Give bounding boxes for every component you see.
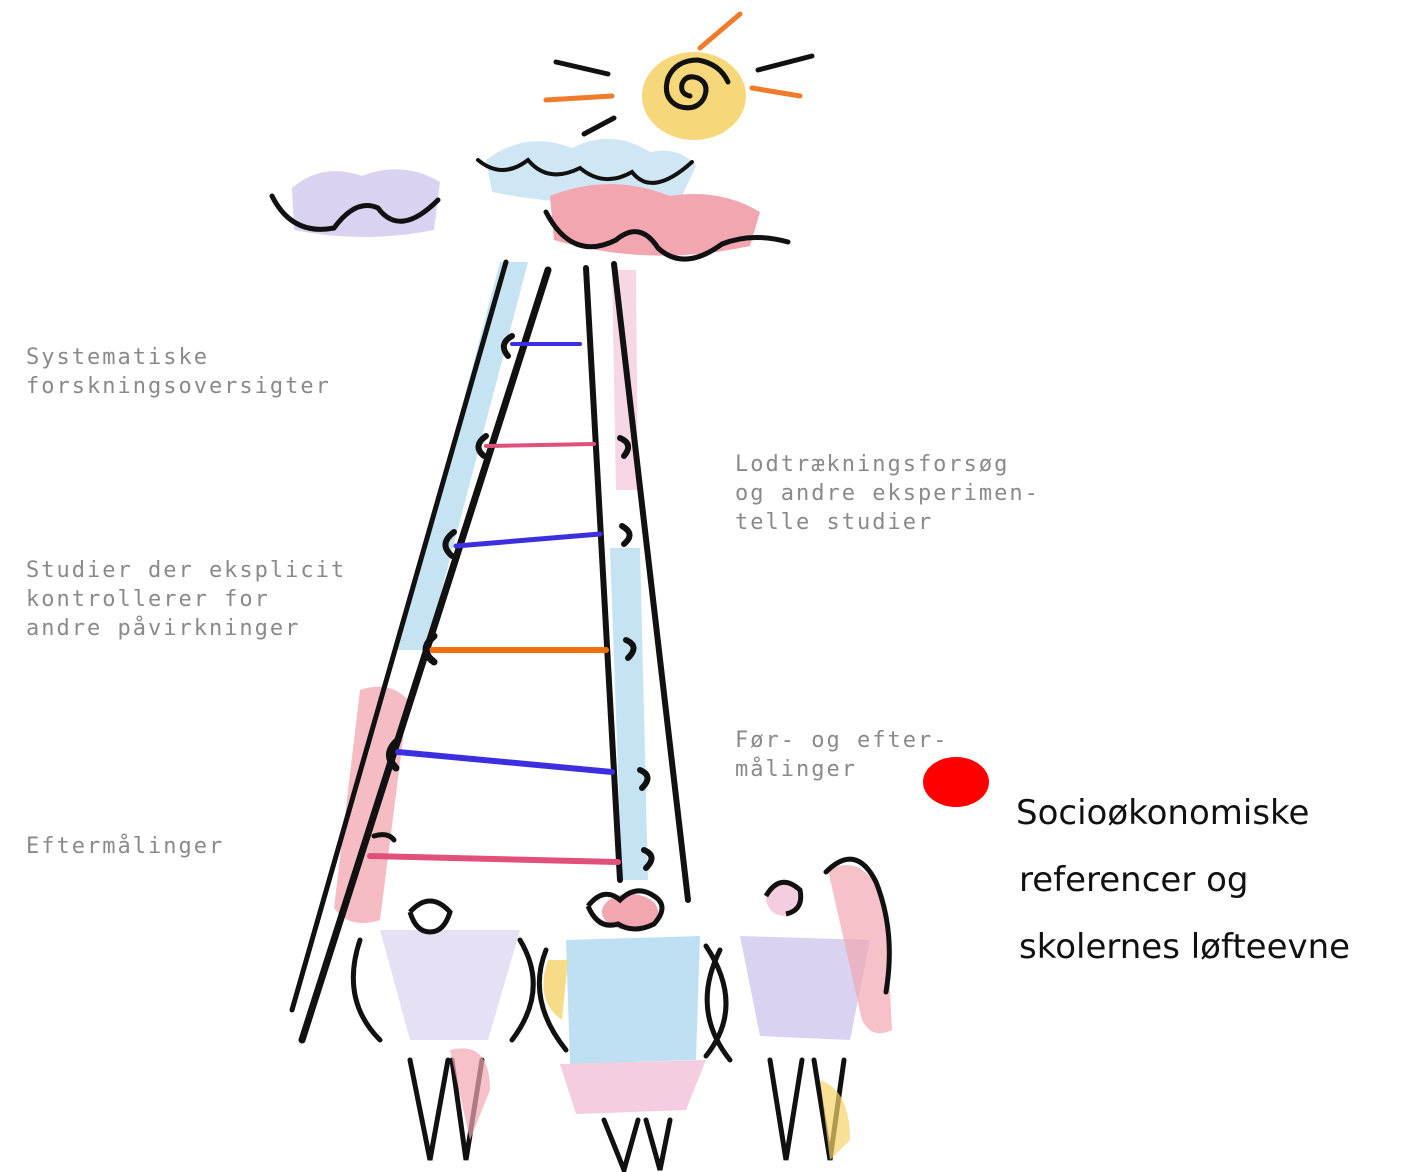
note-line: referencer og [1016,847,1350,914]
label-line: Eftermålinger [26,832,224,861]
label-line: forskningsoversigter [26,372,331,401]
figure-right [707,859,892,1160]
label-systematic-reviews: Systematiske forskningsoversigter [26,343,331,401]
figure-middle [539,891,726,1170]
label-randomized-trials: Lodtrækningsforsøg og andre eksperimen- … [735,450,1040,537]
label-line: Lodtrækningsforsøg [735,450,1040,479]
note-line: Socioøkonomiske [1016,780,1350,847]
sun-icon [546,14,812,140]
label-line: målinger [735,755,948,784]
label-line: Systematiske [26,343,331,372]
label-pre-post-measurements: Før- og efter- målinger [735,726,948,784]
socioeconomic-note: Socioøkonomiske referencer og skolernes … [1016,780,1350,981]
label-line: kontrollerer for [26,585,346,614]
label-line: telle studier [735,508,1040,537]
label-line: andre påvirkninger [26,614,346,643]
note-line: skolernes løfteevne [1016,914,1350,981]
label-line: Før- og efter- [735,726,948,755]
label-controlled-studies: Studier der eksplicit kontrollerer for a… [26,556,346,643]
label-line: Studier der eksplicit [26,556,346,585]
label-post-measurements: Eftermålinger [26,832,224,861]
cloud-icon-left [272,169,440,237]
cloud-icon-pink [546,184,788,259]
label-line: og andre eksperimen- [735,479,1040,508]
figure-left [353,901,533,1160]
red-dot-marker [923,757,989,807]
